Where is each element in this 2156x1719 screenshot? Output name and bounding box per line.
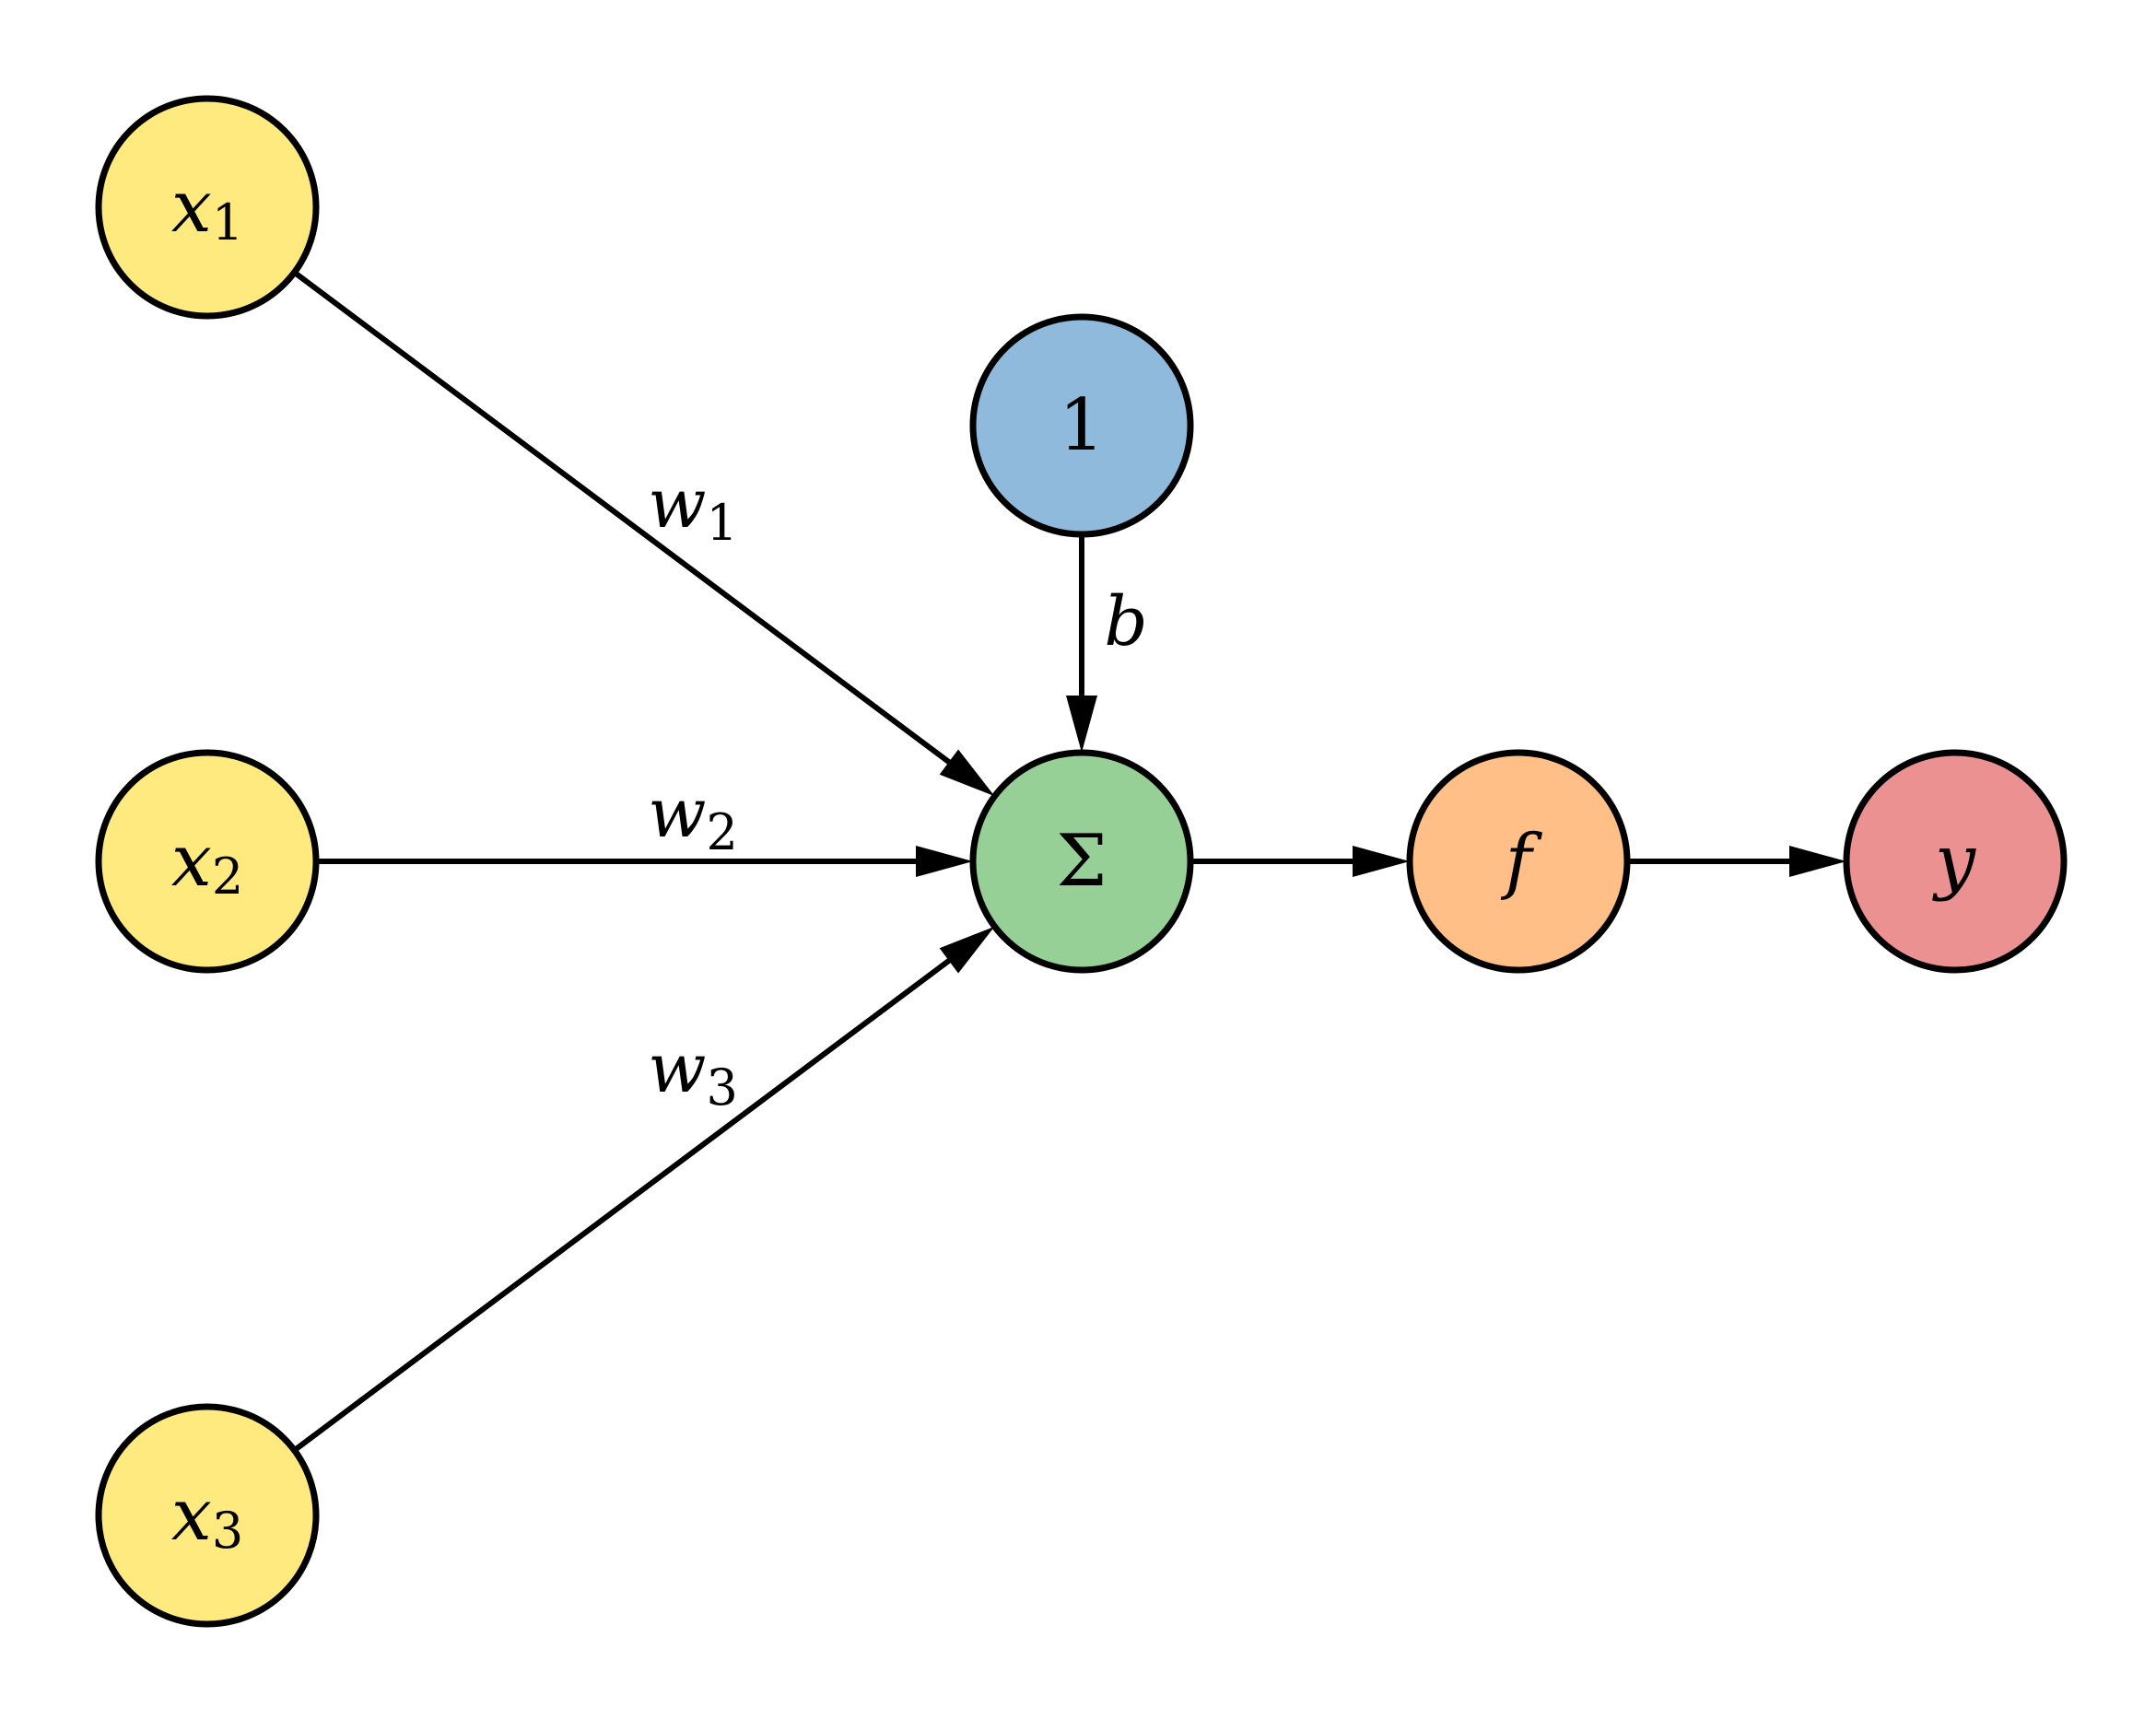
node-x1: x1	[95, 95, 320, 320]
node-circle-input	[95, 749, 320, 974]
arrowhead-icon	[939, 749, 995, 797]
edge-label-x3: w3	[648, 1029, 738, 1117]
edge-bias-to-sum	[1066, 534, 1097, 753]
node-subscript: 3	[212, 1502, 243, 1560]
edge-sum-to-f	[1190, 846, 1410, 877]
node-label-y: y	[1932, 820, 1976, 903]
node-symbol: Σ	[1056, 820, 1107, 903]
edges-layer	[292, 270, 1846, 1453]
edge-label-symbol: w	[648, 774, 706, 853]
node-f: f	[1406, 749, 1631, 974]
edge-line	[292, 270, 954, 766]
node-sum: Σ	[969, 749, 1194, 974]
edge-label-symbol: w	[648, 1029, 706, 1108]
node-symbol: y	[1932, 820, 1976, 903]
node-symbol: x	[171, 166, 212, 249]
edge-f-to-y	[1627, 846, 1846, 877]
node-circle-activation	[1406, 749, 1631, 974]
node-label-bias: 1	[1059, 384, 1105, 467]
node-label-x1: x1	[171, 166, 243, 251]
node-symbol: x	[171, 820, 212, 903]
edge-line	[292, 956, 954, 1453]
node-x3: x3	[95, 1403, 320, 1628]
node-label-x3: x3	[171, 1474, 243, 1560]
arrowhead-icon	[1789, 846, 1846, 877]
node-x2: x2	[95, 749, 320, 974]
node-subscript: 2	[212, 848, 243, 906]
arrowhead-icon	[1353, 846, 1410, 877]
arrowhead-icon	[939, 926, 995, 974]
node-bias: 1	[969, 313, 1194, 538]
node-circle-bias	[969, 313, 1194, 538]
edge-label-subscript: 1	[706, 494, 737, 552]
node-label-sum: Σ	[1056, 820, 1107, 903]
edge-x3-to-sum	[292, 926, 995, 1453]
edge-label-bias: b	[1104, 582, 1147, 661]
node-symbol: x	[171, 1474, 212, 1557]
edge-label-x1: w1	[648, 464, 738, 552]
node-subscript: 1	[212, 193, 243, 251]
edge-label-symbol: w	[648, 464, 706, 544]
edge-label-subscript: 2	[706, 803, 737, 861]
edge-label-x2: w2	[648, 774, 738, 861]
edge-label-subscript: 3	[706, 1058, 737, 1117]
edge-x2-to-sum	[316, 846, 973, 877]
edge-label-symbol: b	[1104, 582, 1147, 661]
node-circle-input	[95, 1403, 320, 1628]
node-y: y	[1843, 749, 2068, 974]
edge-x1-to-sum	[292, 270, 995, 797]
arrowhead-icon	[916, 846, 973, 877]
node-circle-summation	[969, 749, 1194, 974]
arrowhead-icon	[1066, 696, 1097, 753]
node-symbol: 1	[1059, 384, 1105, 467]
node-label-x2: x2	[171, 820, 243, 906]
node-circle-output	[1843, 749, 2068, 974]
node-circle-input	[95, 95, 320, 320]
